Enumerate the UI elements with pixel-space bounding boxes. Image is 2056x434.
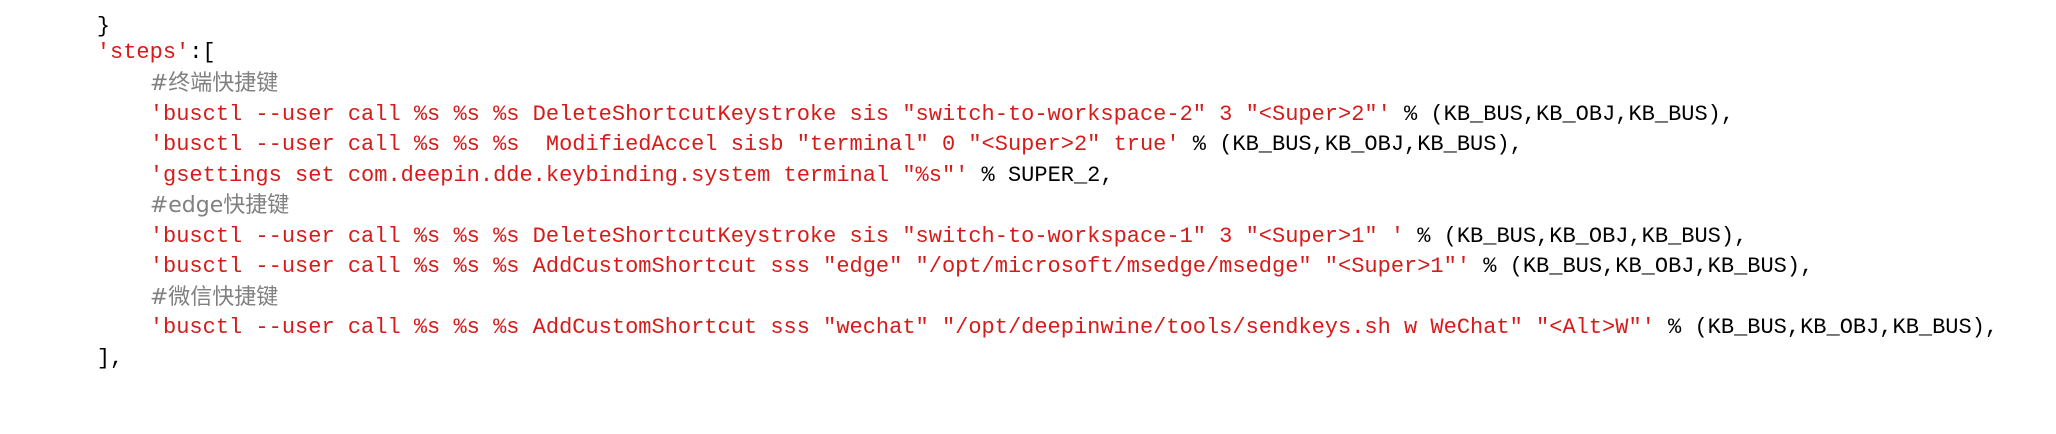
code-line-8: 'busctl --user call %s %s %s AddCustomSh… — [97, 283, 1998, 340]
string-literal: 'busctl --user call %s %s %s AddCustomSh… — [149, 254, 1471, 279]
steps-open: :[ — [189, 40, 216, 65]
code-line-2: 'busctl --user call %s %s %s ModifiedAcc… — [97, 100, 1523, 157]
closing-bracket: ], — [96, 346, 124, 371]
format-args: % (KB_BUS,KB_OBJ,KB_BUS), — [1470, 254, 1814, 279]
string-literal: 'busctl --user call %s %s %s DeleteShort… — [149, 224, 1405, 249]
string-literal: 'busctl --user call %s %s %s DeleteShort… — [149, 102, 1391, 127]
code-line-1: 'busctl --user call %s %s %s DeleteShort… — [97, 70, 1734, 127]
code-line-comment: #终端快捷键 — [97, 39, 278, 96]
format-args: % SUPER_2, — [968, 163, 1114, 188]
comment-edge-shortcut: #edge快捷键 — [149, 193, 290, 218]
code-line-closing: ], — [44, 314, 123, 371]
closing-brace: } — [96, 14, 111, 39]
string-literal: 'busctl --user call %s %s %s ModifiedAcc… — [149, 132, 1180, 157]
string-literal: 'busctl --user call %s %s %s AddCustomSh… — [149, 315, 1655, 340]
format-args: % (KB_BUS,KB_OBJ,KB_BUS), — [1404, 224, 1748, 249]
comment-terminal-shortcut: #终端快捷键 — [149, 71, 279, 96]
format-args: % (KB_BUS,KB_OBJ,KB_BUS), — [1390, 102, 1735, 127]
comment-wechat-shortcut: #微信快捷键 — [149, 285, 279, 310]
steps-key: 'steps' — [96, 40, 190, 65]
code-line-6: 'busctl --user call %s %s %s AddCustomSh… — [97, 222, 1813, 279]
format-args: % (KB_BUS,KB_OBJ,KB_BUS), — [1654, 315, 1999, 340]
code-line-steps: 'steps':[ — [44, 8, 216, 65]
code-line-fragment: } — [44, 0, 110, 39]
format-args: % (KB_BUS,KB_OBJ,KB_BUS), — [1179, 132, 1523, 157]
code-line-comment: #edge快捷键 — [97, 161, 289, 218]
code-line-5: 'busctl --user call %s %s %s DeleteShort… — [97, 192, 1747, 249]
code-line-3: 'gsettings set com.deepin.dde.keybinding… — [97, 131, 1114, 188]
code-line-comment: #微信快捷键 — [97, 253, 278, 310]
string-literal: 'gsettings set com.deepin.dde.keybinding… — [149, 163, 969, 188]
